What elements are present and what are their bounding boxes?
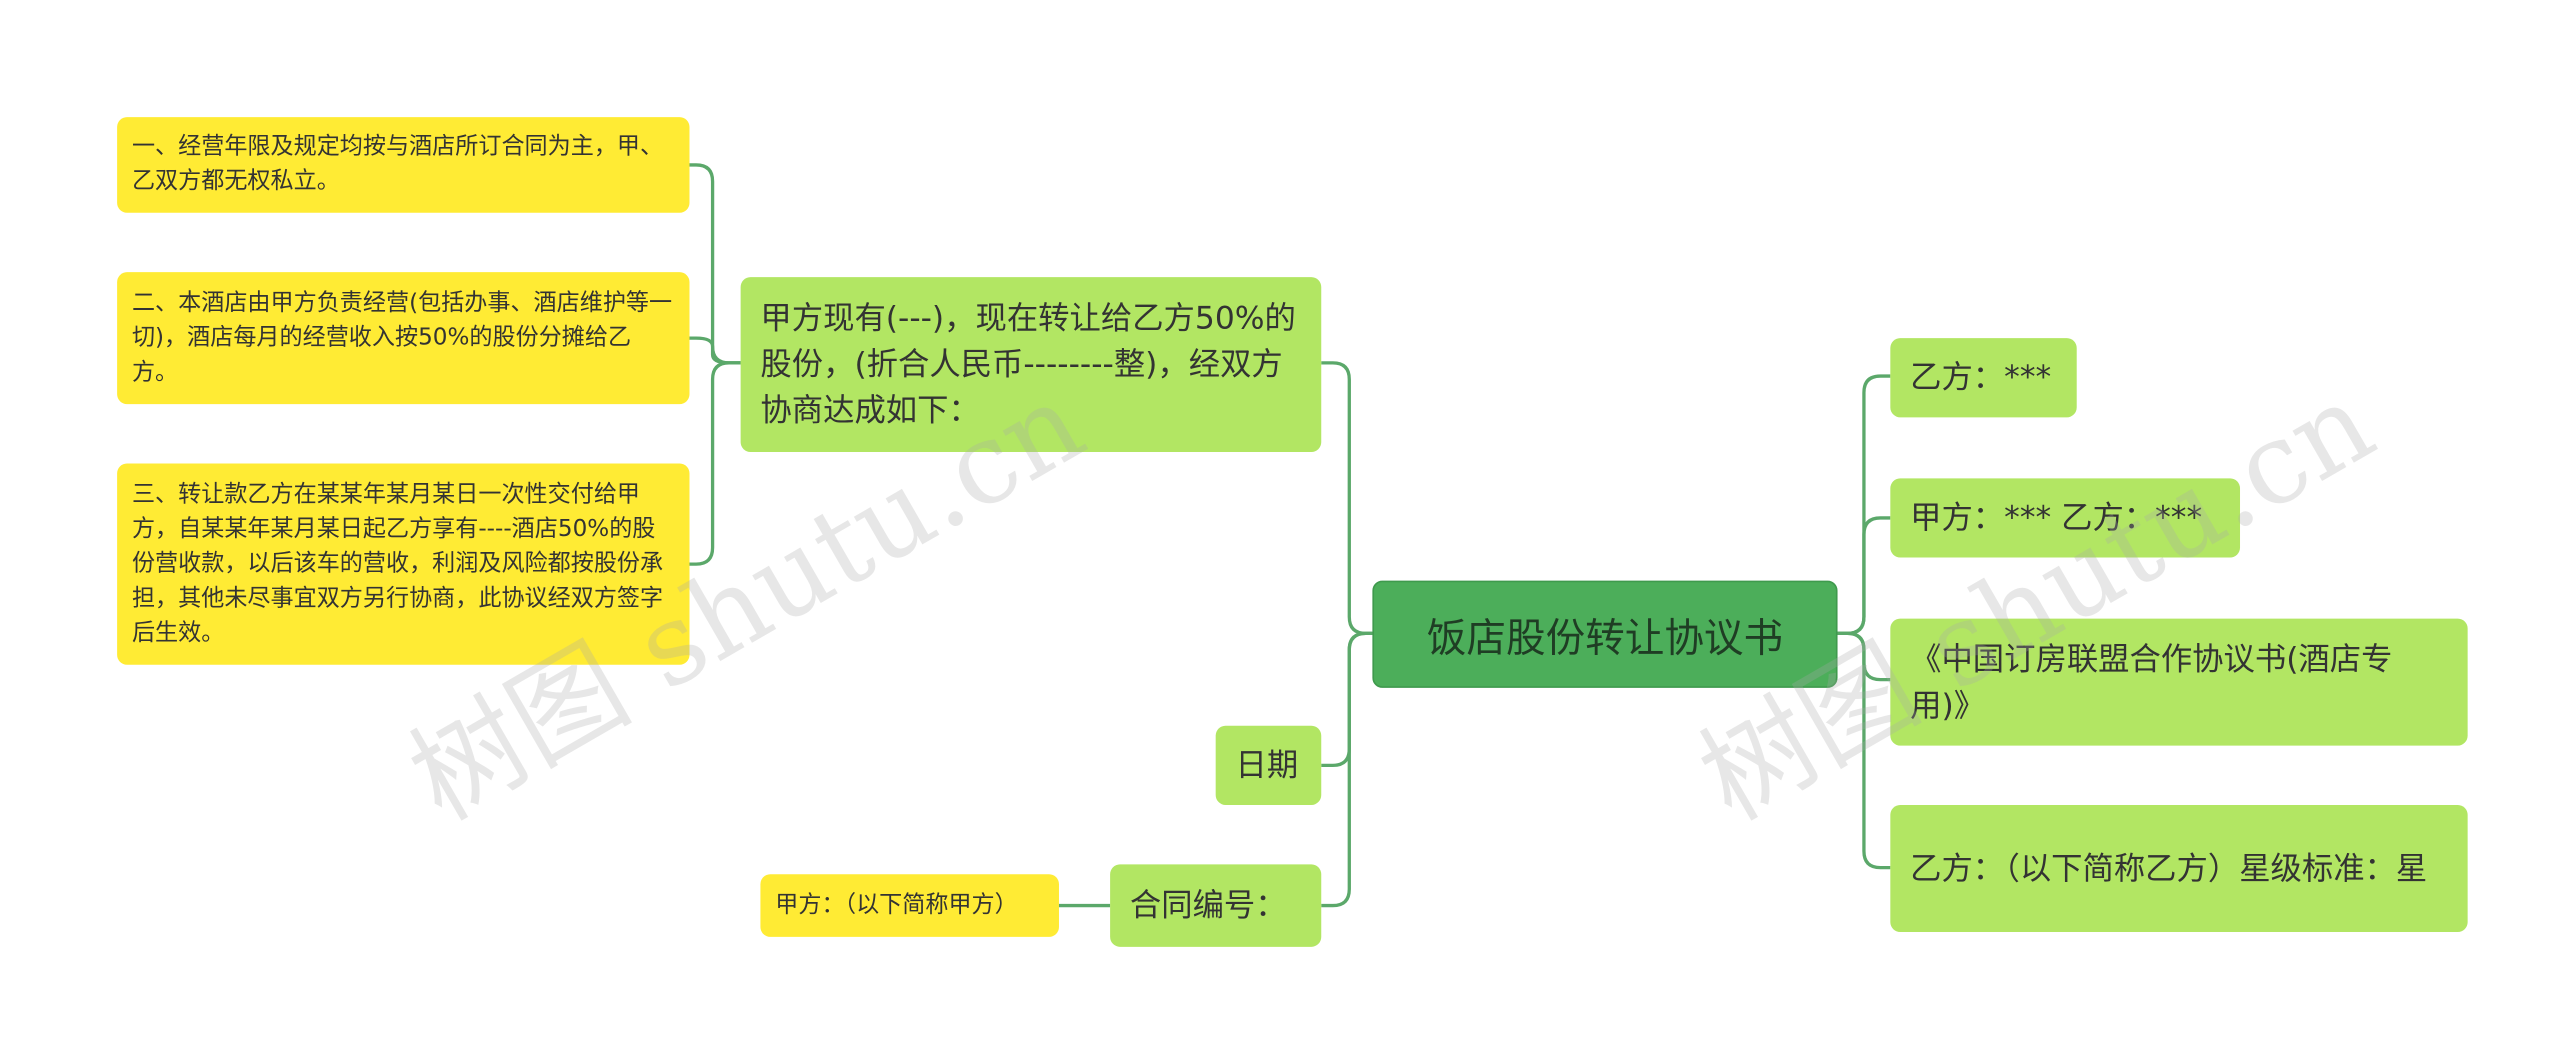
- branch-terms-intro-label: 甲方现有(---)，现在转让给乙方50%的股份，(折合人民币--------整)…: [760, 300, 1296, 429]
- connector-root-to-left-0: [1321, 361, 1373, 636]
- connector-root-to-right-3: [1837, 631, 1891, 870]
- connector-left0-to-leaf-1: [689, 336, 741, 365]
- connector-root-to-right-1: [1837, 516, 1891, 636]
- branch-terms-intro[interactable]: 甲方现有(---)，现在转让给乙方50%的股份，(折合人民币--------整)…: [740, 277, 1322, 452]
- root-topic[interactable]: 饭店股份转让协议书: [1372, 580, 1838, 688]
- branch-contract-number[interactable]: 合同编号：: [1110, 864, 1322, 947]
- leaf-party-a[interactable]: 甲方：（以下简称甲方）: [760, 874, 1059, 937]
- leaf-clause-2-label: 二、本酒店由甲方负责经营(包括办事、酒店维护等一切)，酒店每月的经营收入按50%…: [131, 289, 673, 386]
- branch-party-b-label: 乙方：***: [1910, 359, 2052, 396]
- leaf-clause-1-label: 一、经营年限及规定均按与酒店所订合同为主，甲、乙双方都无权私立。: [131, 133, 664, 195]
- root-topic-label: 饭店股份转让协议书: [1426, 615, 1784, 662]
- branch-parties-label: 甲方：*** 乙方：***: [1910, 499, 2203, 537]
- connector-left0-to-leaf-2: [689, 361, 741, 566]
- branch-date[interactable]: 日期: [1215, 725, 1322, 805]
- connector-root-to-left-2: [1321, 631, 1373, 908]
- branch-star-rating-label: 乙方：（以下简称乙方）星级标准：星: [1910, 850, 2428, 887]
- branch-party-b[interactable]: 乙方：***: [1890, 338, 2077, 418]
- branch-agreement-title[interactable]: 《中国订房联盟合作协议书(酒店专用)》: [1890, 618, 2468, 746]
- branch-contract-number-label: 合同编号：: [1129, 887, 1287, 924]
- leaf-clause-3-label: 三、转让款乙方在某某年某月某日一次性交付给甲方，自某某年某月某日起乙方享有---…: [131, 480, 664, 646]
- leaf-clause-3[interactable]: 三、转让款乙方在某某年某月某日一次性交付给甲方，自某某年某月某日起乙方享有---…: [117, 463, 690, 665]
- branch-date-label: 日期: [1235, 747, 1299, 784]
- branch-star-rating[interactable]: 乙方：（以下简称乙方）星级标准：星: [1890, 804, 2468, 932]
- connector-left0-to-leaf-0: [689, 163, 741, 365]
- leaf-clause-2[interactable]: 二、本酒店由甲方负责经营(包括办事、酒店维护等一切)，酒店每月的经营收入按50%…: [117, 272, 690, 405]
- leaf-party-a-label: 甲方：（以下简称甲方）: [775, 891, 1018, 918]
- leaf-clause-1[interactable]: 一、经营年限及规定均按与酒店所订合同为主，甲、乙双方都无权私立。: [117, 117, 690, 213]
- branch-parties[interactable]: 甲方：*** 乙方：***: [1890, 478, 2241, 558]
- connector-root-to-left-1: [1321, 631, 1373, 768]
- branch-agreement-title-label: 《中国订房联盟合作协议书(酒店专用)》: [1910, 640, 2393, 724]
